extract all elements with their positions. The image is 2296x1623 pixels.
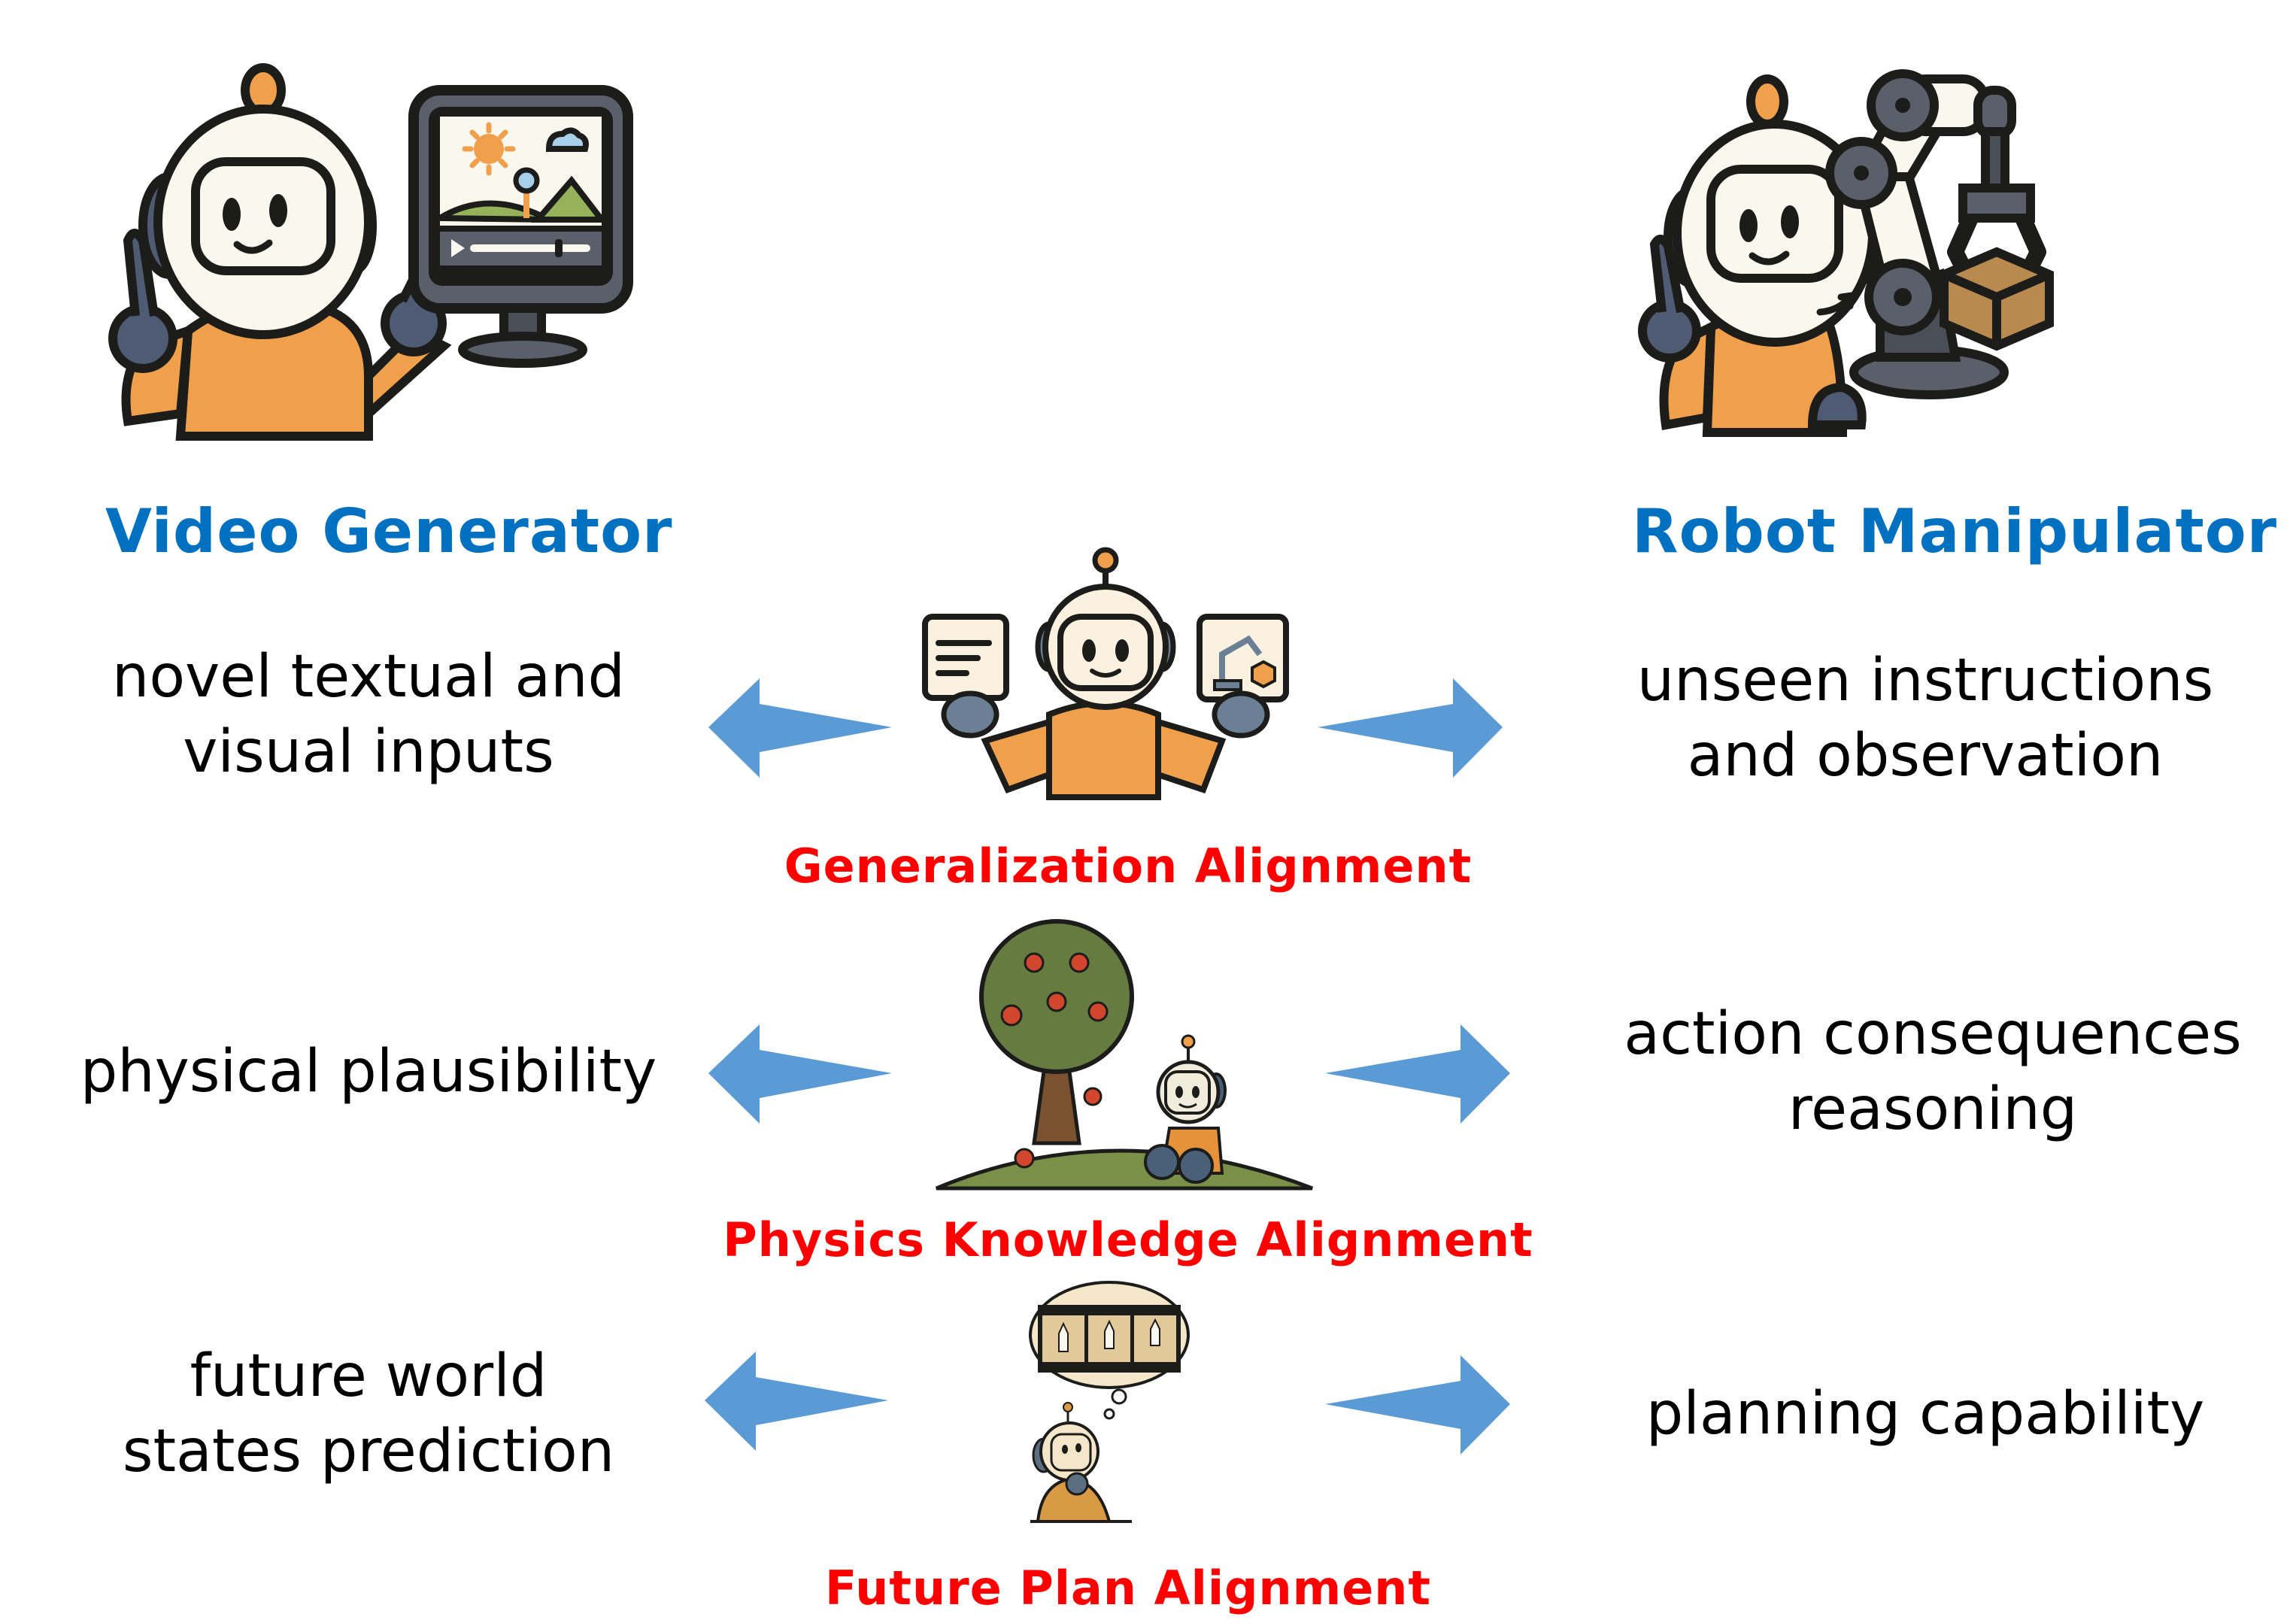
left-item-physics-line1: physical plausibility <box>80 1038 657 1106</box>
left-item-physics: physical plausibility <box>45 1034 692 1109</box>
right-item-physics: action consequences reasoning <box>1609 997 2256 1147</box>
right-item-future-line1: planning capability <box>1645 1380 2205 1448</box>
right-arrow-icon <box>1318 678 1503 778</box>
robot-thinking-rocket-filmstrip-icon <box>1029 1281 1190 1523</box>
left-arrow-icon <box>705 1351 888 1451</box>
right-arrow-icon <box>1325 1355 1510 1455</box>
left-arrow-icon <box>708 1024 892 1124</box>
generalization-alignment-label: Generalization Alignment <box>784 839 1473 893</box>
right-item-generalization: unseen instructions and observation <box>1602 643 2249 793</box>
left-item-future: future world states prediction <box>45 1339 692 1489</box>
video-generator-title: Video Generator <box>105 496 673 566</box>
right-item-generalization-line1: unseen instructions <box>1636 647 2214 714</box>
robot-under-apple-tree-icon <box>936 919 1313 1191</box>
left-item-generalization-line2: visual inputs <box>183 718 554 786</box>
left-item-future-line2: states prediction <box>122 1418 615 1485</box>
robot-holding-text-and-arm-cards-icon <box>922 547 1289 800</box>
right-item-physics-line1: action consequences <box>1624 1000 2242 1068</box>
future-plan-alignment-label: Future Plan Alignment <box>824 1561 1432 1615</box>
robot-with-video-monitor-icon <box>108 63 633 441</box>
left-arrow-icon <box>708 678 892 778</box>
right-item-future: planning capability <box>1602 1376 2249 1452</box>
left-item-future-line1: future world <box>190 1342 547 1410</box>
left-item-generalization: novel textual and visual inputs <box>68 639 669 790</box>
right-item-generalization-line2: and observation <box>1687 722 2164 790</box>
left-item-generalization-line1: novel textual and <box>111 643 626 711</box>
physics-knowledge-alignment-label: Physics Knowledge Alignment <box>723 1212 1533 1267</box>
robot-manipulator-title: Robot Manipulator <box>1632 496 2278 566</box>
right-arrow-icon <box>1325 1024 1510 1124</box>
right-item-physics-line2: reasoning <box>1788 1075 2078 1143</box>
robot-with-robotic-arm-icon <box>1638 69 2054 437</box>
